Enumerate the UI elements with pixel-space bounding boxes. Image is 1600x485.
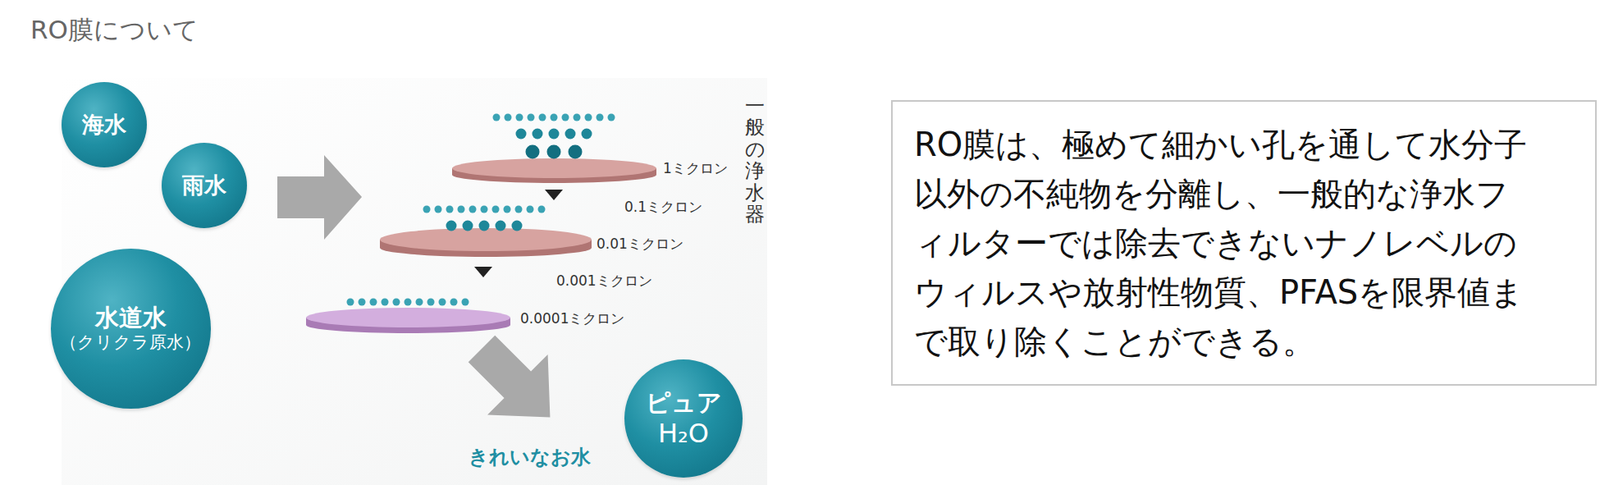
molecule-dot <box>393 298 401 307</box>
membrane-disc <box>306 307 511 334</box>
result-caption: きれいなお水 <box>468 443 591 471</box>
molecule-dot <box>516 114 524 122</box>
molecule-dot <box>568 145 583 160</box>
molecule-dot <box>547 145 562 160</box>
molecule-dot <box>446 220 458 232</box>
filter-caption: 一般の浄水器 <box>745 95 765 225</box>
pore-size-label: 0.01ミクロン <box>596 234 684 254</box>
membrane-disc <box>452 158 657 183</box>
molecule-dot <box>565 128 576 140</box>
molecule-dot <box>493 114 501 122</box>
molecule-dot <box>527 114 535 122</box>
flow-arrow <box>451 318 581 448</box>
molecule-dot <box>358 298 366 307</box>
molecule-dot <box>608 114 616 122</box>
molecule-dot <box>525 145 540 160</box>
circle-label: ピュア <box>645 388 723 418</box>
molecule-dot <box>450 298 458 307</box>
molecule-dot <box>538 205 546 214</box>
molecule-dot <box>585 114 593 122</box>
molecule-dot <box>532 128 544 140</box>
molecule-dot <box>370 298 378 307</box>
water-circle: ピュアH₂O <box>624 359 743 478</box>
molecule-dot <box>416 298 424 307</box>
circle-label: 水道水 <box>95 303 167 333</box>
water-circle: 雨水 <box>161 142 247 229</box>
down-triangle <box>544 189 563 201</box>
molecule-dot <box>596 114 604 122</box>
molecule-dot <box>504 114 512 122</box>
molecule-dot <box>492 205 500 214</box>
molecule-dot <box>434 205 443 214</box>
molecule-dot <box>526 205 535 214</box>
description-text: RO膜は、極めて細かい孔を通して水分子 以外の不純物を分離し、一般的な浄水フ ィ… <box>914 125 1527 361</box>
molecule-dot <box>462 220 474 232</box>
molecule-dot <box>562 114 570 122</box>
pore-size-label: 1ミクロン <box>662 159 728 179</box>
pore-size-label: 0.001ミクロン <box>556 271 653 291</box>
molecule-dot <box>404 298 412 307</box>
molecule-dot <box>423 205 431 214</box>
molecule-dot <box>495 220 507 232</box>
molecule-dot <box>479 220 490 232</box>
molecule-dot <box>539 114 547 122</box>
down-triangle <box>474 266 493 278</box>
circle-sublabel: H₂O <box>658 417 709 449</box>
molecule-dot <box>427 298 435 307</box>
water-circle: 海水 <box>61 82 147 168</box>
circle-label: 海水 <box>82 111 127 138</box>
molecule-dot <box>446 205 454 214</box>
molecule-dot <box>581 128 593 140</box>
molecule-dot <box>480 205 489 214</box>
molecule-dot <box>573 114 581 122</box>
molecule-dot <box>457 205 466 214</box>
circle-label: 雨水 <box>182 172 227 199</box>
molecule-dot <box>469 205 477 214</box>
pore-size-label: 0.1ミクロン <box>624 197 703 217</box>
membrane-disc <box>379 228 592 257</box>
molecule-dot <box>438 298 447 307</box>
molecule-dot <box>515 205 523 214</box>
molecule-dot <box>381 298 389 307</box>
molecule-dot <box>512 220 523 232</box>
page-title: RO膜について <box>30 13 199 48</box>
flow-arrow <box>277 155 362 240</box>
pore-size-label: 0.0001ミクロン <box>520 309 625 329</box>
water-circle: 水道水（クリクラ原水） <box>50 248 211 409</box>
circle-sublabel: （クリクラ原水） <box>59 332 202 353</box>
molecule-dot <box>548 128 560 140</box>
description-box: RO膜は、極めて細かい孔を通して水分子 以外の不純物を分離し、一般的な浄水フ ィ… <box>891 100 1597 386</box>
molecule-dot <box>516 128 527 140</box>
molecule-dot <box>347 298 355 307</box>
molecule-dot <box>461 298 470 307</box>
molecule-dot <box>503 205 512 214</box>
molecule-dot <box>550 114 558 122</box>
